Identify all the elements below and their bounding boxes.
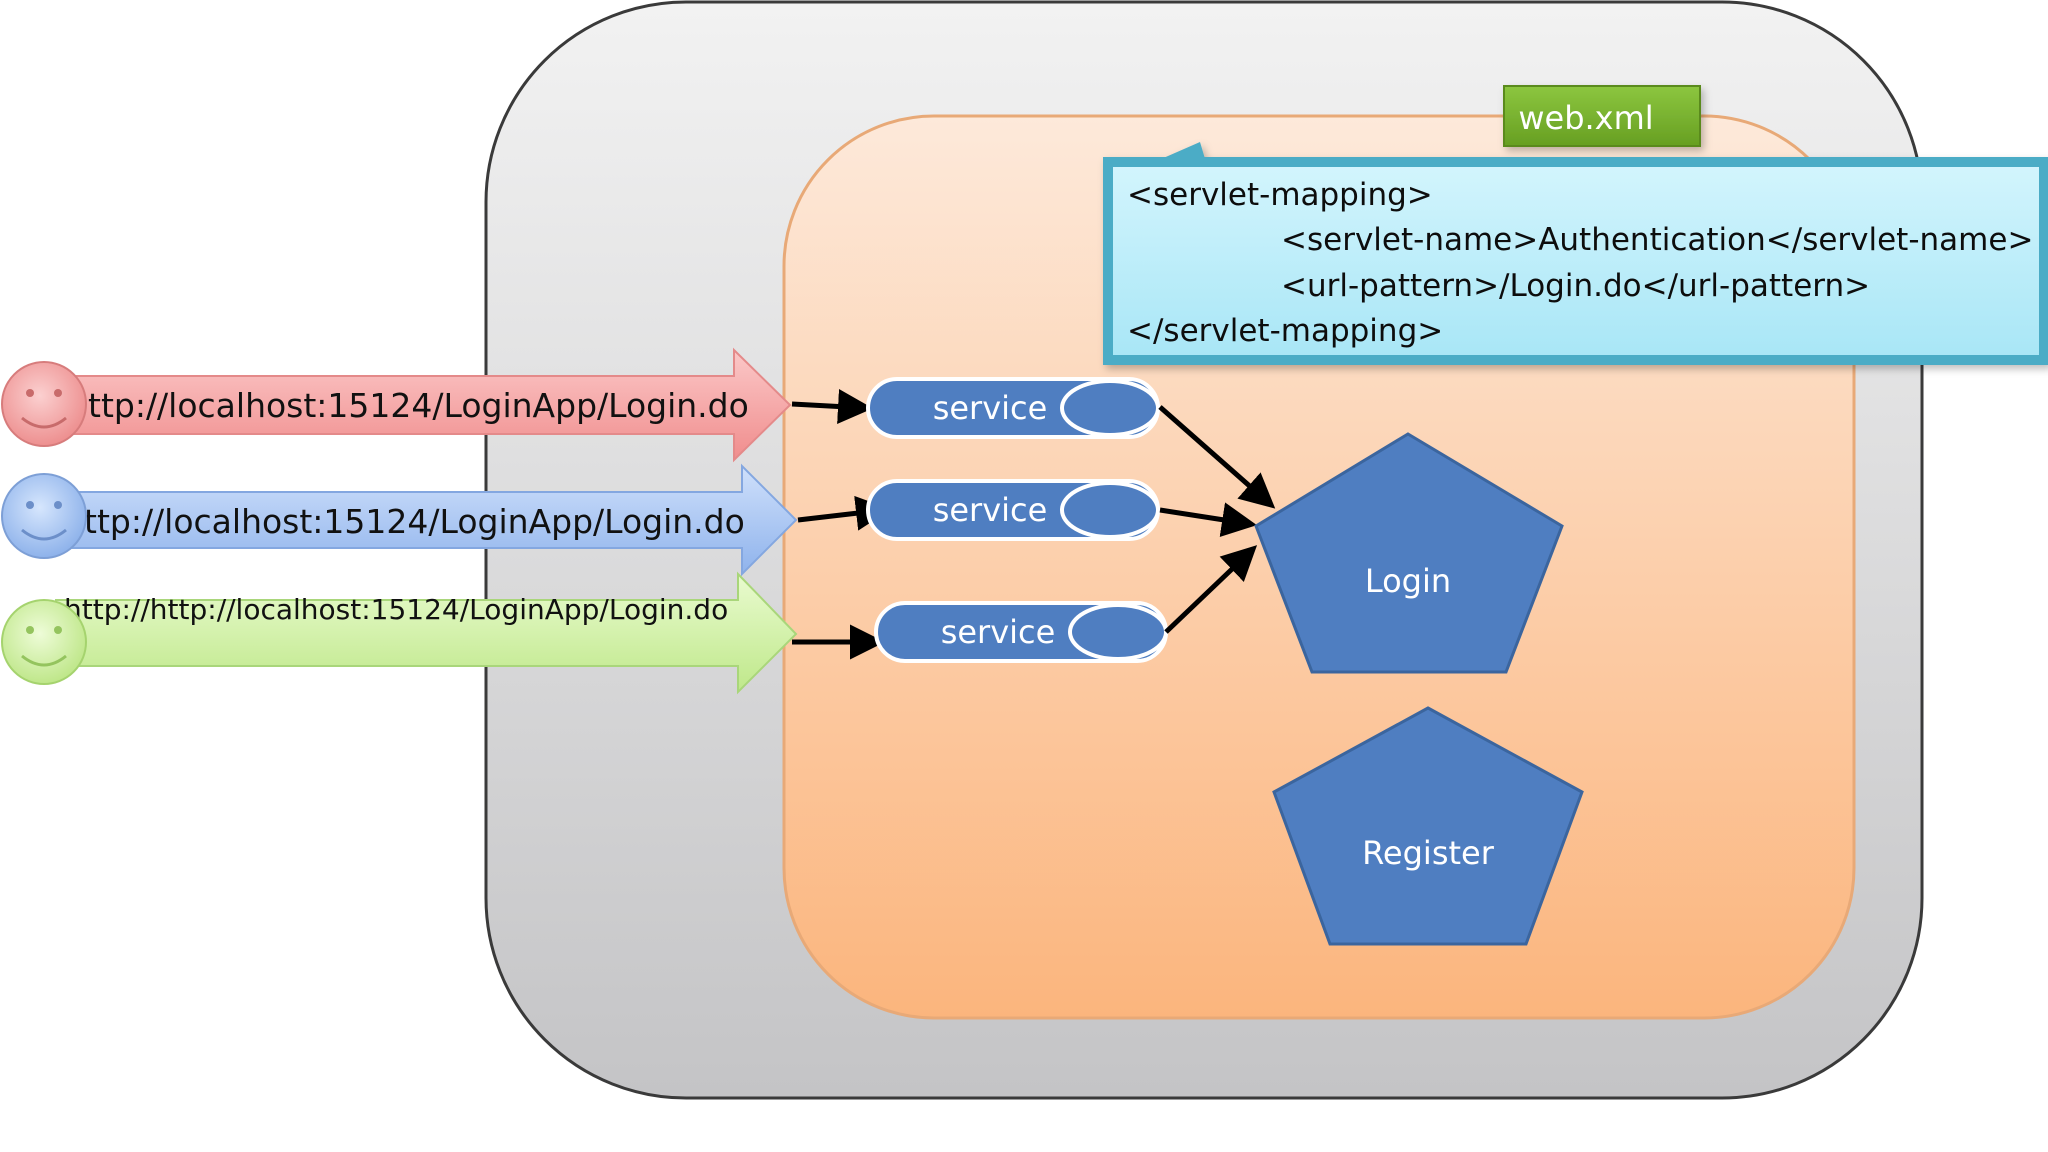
user-face-blue	[1, 473, 87, 559]
request-arrow-green: http://http://localhost:15124/LoginApp/L…	[55, 571, 798, 695]
service-label-2: service	[933, 491, 1048, 529]
register-servlet-label: Register	[1362, 834, 1495, 872]
xml-line-servlet-name: <servlet-name>Authentication</servlet-na…	[1281, 222, 2033, 258]
web-xml-label: web.xml	[1518, 99, 1653, 137]
user-face-red	[1, 361, 87, 447]
xml-line-open: <servlet-mapping>	[1127, 177, 1433, 213]
request-url-2: ttp://localhost:15124/LoginApp/Login.do	[84, 502, 745, 541]
service-label-1: service	[933, 389, 1048, 427]
service-node-3: service	[874, 601, 1168, 663]
service-node-1: service	[866, 377, 1160, 439]
connector-request-1	[791, 389, 873, 424]
connector-service-3	[1164, 545, 1258, 634]
request-url-1: ttp://localhost:15124/LoginApp/Login.do	[88, 386, 749, 425]
web-xml-badge: web.xml	[1503, 85, 1701, 147]
xml-line-url-pattern: <url-pattern>/Login.do</url-pattern>	[1281, 268, 1870, 304]
request-url-3: http://http://localhost:15124/LoginApp/L…	[64, 593, 728, 626]
connector-service-1	[1158, 405, 1276, 509]
connector-service-2	[1159, 502, 1257, 537]
service-node-2: service	[866, 479, 1160, 541]
user-face-green	[1, 599, 87, 685]
login-servlet-label: Login	[1365, 562, 1451, 600]
service-label-3: service	[941, 613, 1056, 651]
xml-line-close: </servlet-mapping>	[1127, 313, 1443, 349]
register-servlet: Register	[1272, 706, 1584, 946]
servlet-mapping-callout: <servlet-mapping> <servlet-name>Authenti…	[1103, 142, 2048, 365]
request-arrow-blue: ttp://localhost:15124/LoginApp/Login.do	[55, 463, 798, 577]
login-servlet: Login	[1254, 432, 1564, 674]
request-arrow-red: ttp://localhost:15124/LoginApp/Login.do	[55, 347, 792, 463]
